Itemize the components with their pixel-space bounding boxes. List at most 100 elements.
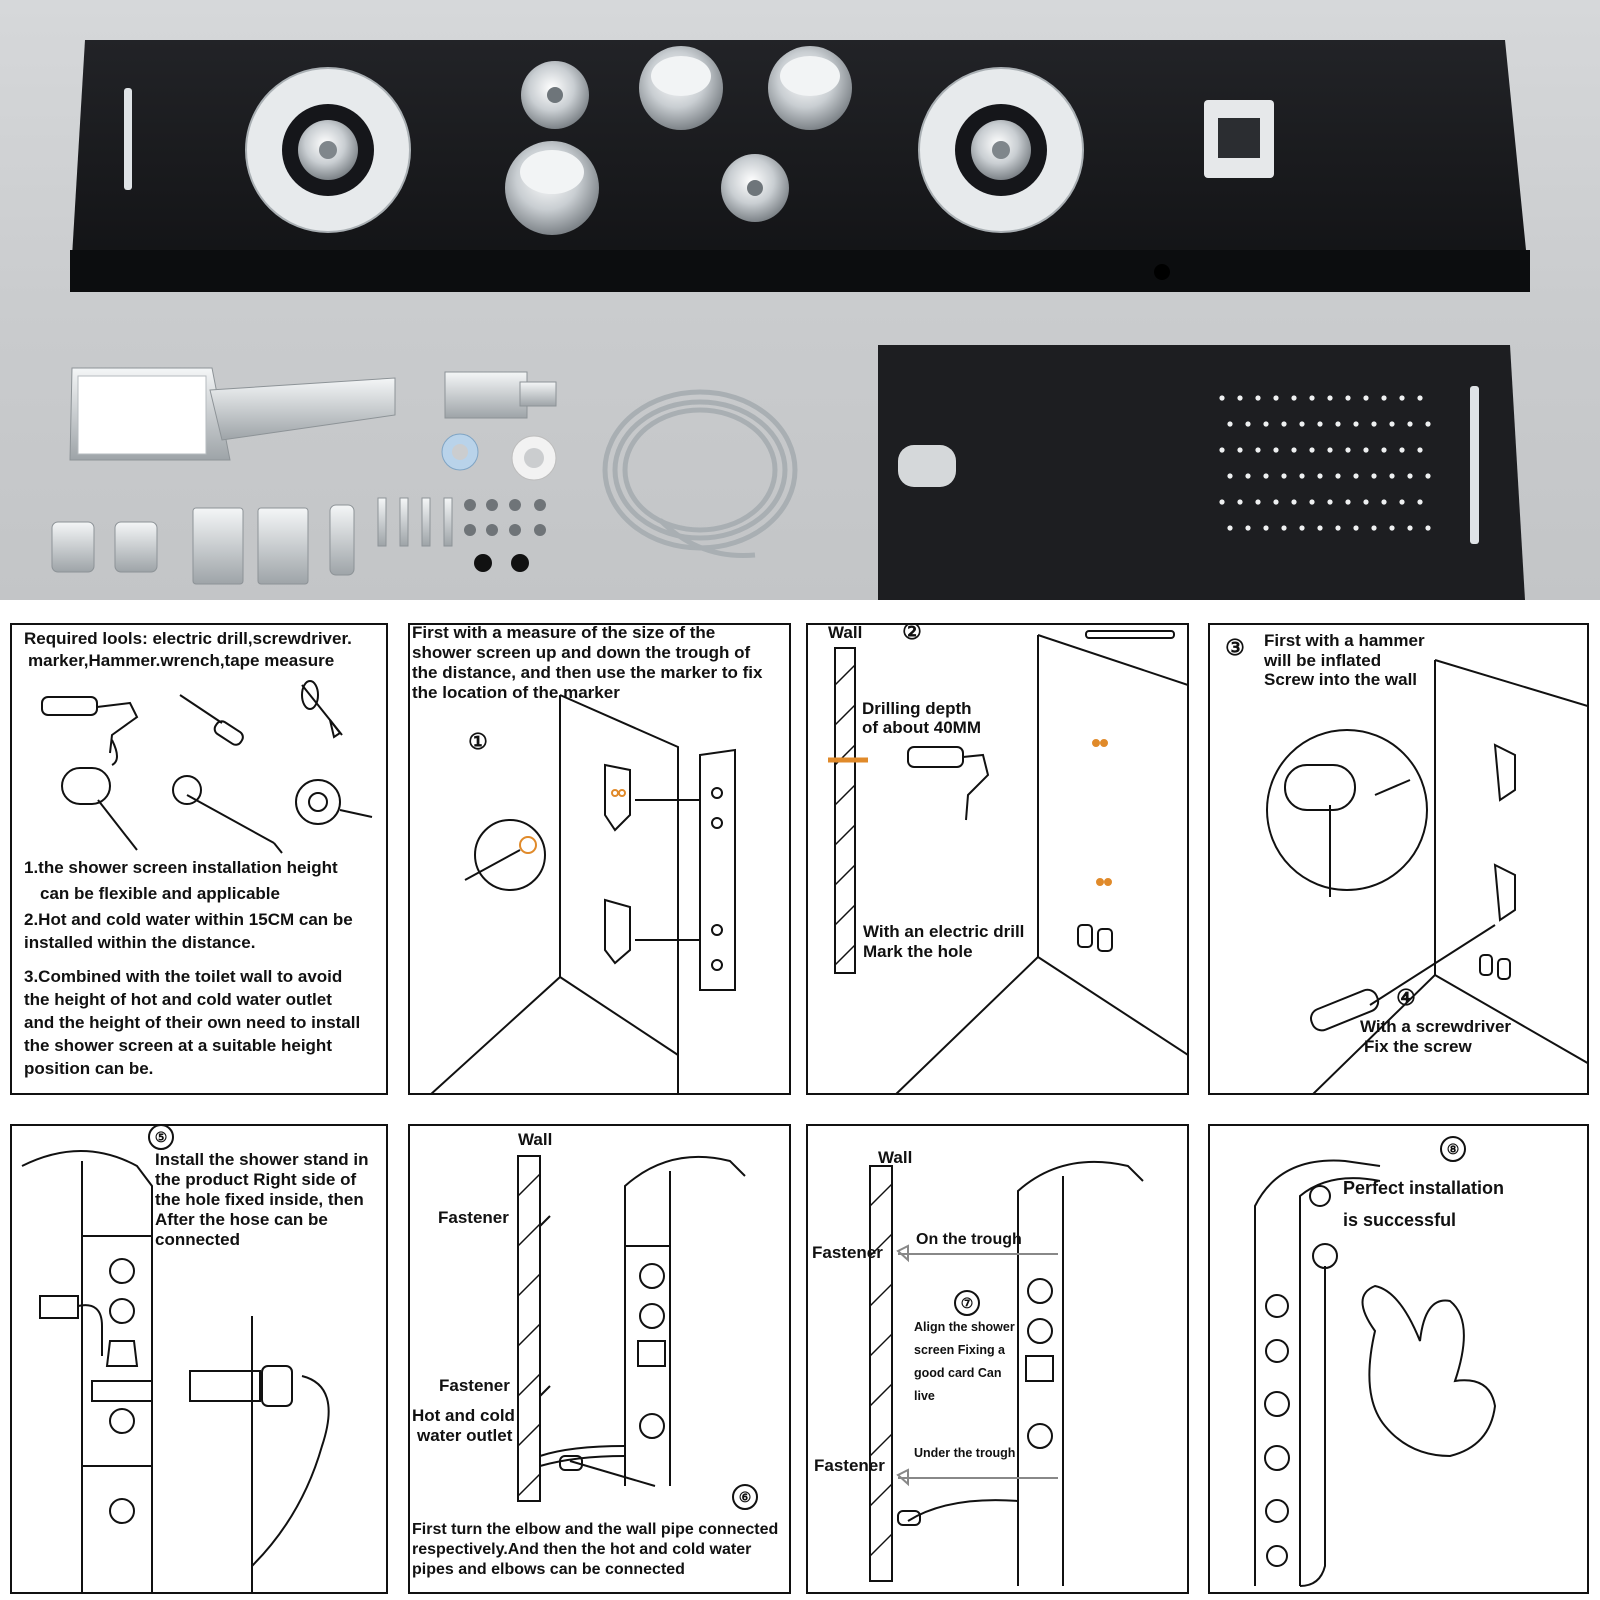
step-5-text-2: the product Right side of bbox=[155, 1170, 357, 1189]
step-2-mark-2: Mark the hole bbox=[863, 942, 973, 961]
nozzle-dot bbox=[1273, 499, 1279, 505]
shower-panel-front bbox=[70, 40, 1530, 292]
step-2-number: ② bbox=[902, 623, 922, 644]
note-3a: 3.Combined with the toilet wall to avoid bbox=[24, 967, 343, 986]
step-6-number: ⑥ bbox=[732, 1484, 758, 1510]
step-1-drawing bbox=[430, 694, 736, 1093]
nozzle-dot bbox=[1399, 395, 1405, 401]
nozzle-dot bbox=[1327, 499, 1333, 505]
nozzle-dot bbox=[1389, 421, 1395, 427]
shower-hose-icon bbox=[602, 389, 798, 559]
note-3c: and the height of their own need to inst… bbox=[24, 1013, 361, 1032]
tools-panel: Required lools: electric drill,screwdriv… bbox=[10, 623, 388, 1095]
nozzle-dot bbox=[1335, 525, 1341, 531]
step-7-fastener-top: Fastener bbox=[812, 1243, 883, 1262]
nozzle-dot bbox=[1291, 447, 1297, 453]
wall-bracket-icon bbox=[441, 371, 557, 481]
step-3-text-1: First with a hammer bbox=[1264, 631, 1425, 650]
wrench-icon bbox=[172, 775, 283, 854]
nozzle-dot bbox=[1327, 395, 1333, 401]
step-6-fastener-top: Fastener bbox=[438, 1208, 509, 1227]
note-2a: 2.Hot and cold water within 15CM can be bbox=[24, 910, 353, 929]
nozzle-dot bbox=[1417, 499, 1423, 505]
nozzle-dot bbox=[1381, 447, 1387, 453]
nozzle-dot bbox=[1327, 447, 1333, 453]
fittings-icon bbox=[51, 497, 453, 585]
step-6-drawing bbox=[517, 1155, 746, 1502]
nozzle-dot bbox=[1317, 473, 1323, 479]
nozzle-dot bbox=[1255, 395, 1261, 401]
step-1-text-1: First with a measure of the size of the bbox=[412, 623, 716, 642]
nozzle-dot bbox=[1407, 525, 1413, 531]
note-2b: installed within the distance. bbox=[24, 933, 256, 952]
step-1-text-4: the location of the marker bbox=[412, 683, 620, 702]
step-7-wall-label: Wall bbox=[878, 1148, 913, 1167]
step-6-fastener-bottom: Fastener bbox=[439, 1376, 510, 1395]
nozzle-dot bbox=[1399, 499, 1405, 505]
rain-disc-left-icon bbox=[245, 67, 411, 233]
step-3-number: ③ bbox=[1225, 635, 1245, 660]
step-3-4-panel: ③ First with a hammer will be inflated S… bbox=[1208, 623, 1589, 1095]
nozzle-dot bbox=[1317, 421, 1323, 427]
step-5-text-5: connected bbox=[155, 1230, 241, 1249]
step-1-number: ① bbox=[468, 729, 488, 754]
nozzle-dot bbox=[1227, 473, 1233, 479]
nozzle-dot bbox=[1281, 525, 1287, 531]
nozzle-dot bbox=[1227, 525, 1233, 531]
step-6-text-2: respectively.And then the hot and cold w… bbox=[412, 1541, 752, 1558]
hammer-icon bbox=[1284, 764, 1356, 897]
nozzle-dot bbox=[1273, 447, 1279, 453]
nozzle-dot bbox=[1281, 473, 1287, 479]
nozzle-dot bbox=[1317, 525, 1323, 531]
step-6-wall-label: Wall bbox=[518, 1130, 553, 1149]
step-2-drawing bbox=[828, 630, 1187, 1093]
step-6-text-3: pipes and elbows can be connected bbox=[412, 1561, 685, 1578]
screwdriver-icon bbox=[179, 694, 244, 746]
nozzle-dot bbox=[1363, 499, 1369, 505]
nozzle-dot bbox=[1219, 447, 1225, 453]
nozzle-dot bbox=[1363, 395, 1369, 401]
knob-icons bbox=[505, 46, 852, 235]
nozzle-dot bbox=[1273, 395, 1279, 401]
step-7-on-trough: On the trough bbox=[916, 1231, 1022, 1248]
nozzle-dot bbox=[1425, 473, 1431, 479]
step-7-align-4: live bbox=[914, 1389, 935, 1403]
step-5-text-3: the hole fixed inside, then bbox=[155, 1190, 364, 1209]
nozzle-dot bbox=[1291, 499, 1297, 505]
nozzle-dot bbox=[1219, 499, 1225, 505]
note-3b: the height of hot and cold water outlet bbox=[24, 990, 332, 1009]
nozzle-dot bbox=[1407, 473, 1413, 479]
step-1-text-2: shower screen up and down the trough of bbox=[412, 643, 751, 662]
nozzle-dot bbox=[1219, 395, 1225, 401]
step-5-text-4: After the hose can be bbox=[155, 1210, 328, 1229]
nozzle-dot bbox=[1425, 525, 1431, 531]
nozzle-dot bbox=[1245, 473, 1251, 479]
step-2-wall-label: Wall bbox=[828, 623, 863, 642]
step-1-text-3: the distance, and then use the marker to… bbox=[412, 663, 763, 682]
nozzle-dot bbox=[1417, 447, 1423, 453]
step-4-text-1: With a screwdriver bbox=[1360, 1017, 1512, 1036]
nozzle-dot bbox=[1335, 421, 1341, 427]
nozzle-dot bbox=[1371, 421, 1377, 427]
nozzle-dot bbox=[1245, 525, 1251, 531]
step-7-fastener-bottom: Fastener bbox=[814, 1456, 885, 1475]
digital-display-icon bbox=[1204, 100, 1274, 178]
step-8-number: ⑧ bbox=[1440, 1136, 1466, 1162]
screwdriver-icon bbox=[1310, 924, 1496, 1032]
step-7-align-3: good card Can bbox=[914, 1366, 1002, 1380]
step-2-mark-1: With an electric drill bbox=[863, 922, 1025, 941]
step-7-drawing bbox=[869, 1160, 1144, 1586]
nozzle-dot bbox=[1371, 473, 1377, 479]
nozzle-dot bbox=[1381, 395, 1387, 401]
step-5-number: ⑤ bbox=[148, 1126, 174, 1150]
nozzle-dot bbox=[1381, 499, 1387, 505]
nozzle-dot bbox=[1353, 525, 1359, 531]
nozzle-dot bbox=[1255, 447, 1261, 453]
nozzle-dot bbox=[1237, 395, 1243, 401]
nozzle-dot bbox=[1389, 473, 1395, 479]
marker-icon bbox=[301, 680, 343, 739]
hammer-icon bbox=[61, 767, 138, 851]
nozzle-dot bbox=[1263, 421, 1269, 427]
step-2-panel: Wall ② Drilling depth of about 40MM With… bbox=[806, 623, 1189, 1095]
step-8-text-2: is successful bbox=[1343, 1210, 1457, 1230]
